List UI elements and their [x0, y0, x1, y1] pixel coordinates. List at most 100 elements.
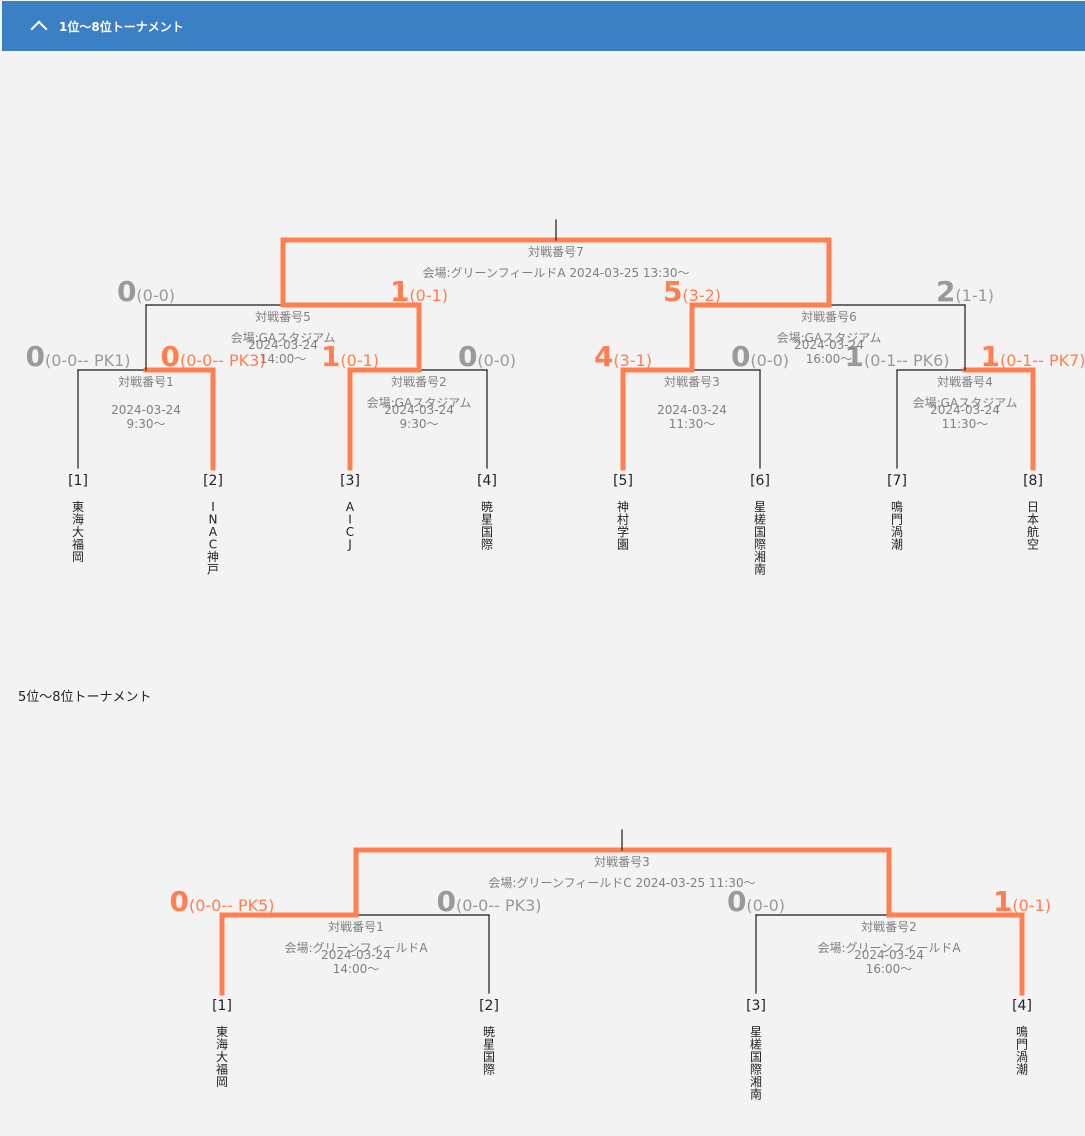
score-left: 4(3-1)	[594, 340, 652, 373]
score-left: 1(0-1)	[321, 340, 379, 373]
team-seed: [1]	[68, 473, 88, 489]
score-left: 5(3-2)	[663, 275, 721, 308]
team-name-char: C	[346, 525, 354, 539]
score-detail: (0-1)	[340, 351, 379, 370]
match-date: 2024-03-24	[854, 948, 924, 962]
team-name-char: 園	[617, 538, 629, 552]
score-detail: (0-0)	[750, 351, 789, 370]
team-name-char: I	[348, 513, 352, 527]
team-name-char: 海	[216, 1037, 228, 1052]
score-detail: (0-0)	[136, 286, 175, 305]
team-name-char: 槎	[754, 512, 766, 527]
match-venue: 会場:グリーンフィールドA	[284, 941, 428, 955]
score-right: 1(0-1-- PK7)	[980, 340, 1085, 373]
match-date: 2024-03-24	[321, 948, 391, 962]
score-goals: 0	[731, 340, 750, 373]
match-date: 2024-03-24	[384, 403, 454, 417]
team-name-char: 海	[72, 512, 84, 527]
match-date: 2024-03-24	[657, 403, 727, 417]
match-time: 14:00〜	[333, 962, 380, 976]
team-name-char: 国	[750, 1050, 762, 1064]
score-detail: (0-1)	[409, 286, 448, 305]
team-seed: [2]	[479, 998, 499, 1014]
score-detail: (0-0-- PK5)	[189, 896, 275, 915]
team-seed: [7]	[887, 473, 907, 489]
score-goals: 1	[390, 275, 409, 308]
match-date: 2024-03-24	[794, 338, 864, 352]
score-goals: 1	[844, 340, 863, 373]
team-name-char: 際	[750, 1063, 762, 1077]
score-detail: (0-0-- PK3)	[180, 351, 266, 370]
match-number: 対戦番号2	[391, 375, 447, 389]
score-goals: 0	[436, 885, 455, 918]
team-name-char: 岡	[72, 550, 84, 564]
team-name-char: 国	[754, 525, 766, 539]
score-goals: 4	[594, 340, 613, 373]
bracket-1-8: [1]東海大福岡[2]INAC神戸[3]AICJ[4]暁星国際[5]神村学園[6…	[25, 219, 1085, 577]
score-left: 0(0-0)	[727, 885, 785, 918]
team-name-char: 潮	[891, 537, 903, 552]
team-name-char: 福	[72, 537, 84, 552]
team-seed: [3]	[746, 998, 766, 1014]
match-time: 11:30〜	[669, 417, 716, 431]
team-name-char: 大	[72, 525, 84, 539]
team-name-char: 星	[483, 1038, 495, 1052]
team-name-char: 槎	[750, 1037, 762, 1052]
score-goals: 0	[160, 340, 179, 373]
match-venue: 会場:GAスタジアム	[367, 396, 472, 410]
score-left: 1(0-1-- PK6)	[844, 340, 949, 373]
section-title: 1位〜8位トーナメント	[59, 19, 184, 34]
team-seed: [6]	[750, 473, 770, 489]
score-goals: 0	[117, 275, 136, 308]
team-name-char: 国	[481, 525, 493, 539]
match-time: 11:30〜	[942, 417, 989, 431]
team-name-char: 南	[754, 562, 766, 577]
team-name-char: 際	[483, 1063, 495, 1077]
team-name-char: 村	[617, 513, 629, 527]
team-name-char: I	[211, 500, 215, 514]
match-number: 対戦番号1	[328, 920, 384, 934]
match-time: 9:30〜	[400, 417, 439, 431]
team-name-char: 門	[1016, 1038, 1028, 1052]
team-name-char: 湘	[754, 549, 766, 564]
score-detail: (0-1-- PK6)	[864, 351, 950, 370]
team-name-char: 鳴	[891, 500, 903, 514]
team-name-char: 星	[754, 500, 766, 514]
team-name-char: 大	[216, 1050, 228, 1064]
team-name-char: 際	[481, 538, 493, 552]
score-left: 0(0-0-- PK5)	[169, 885, 274, 918]
team-name-char: 神	[617, 500, 629, 514]
team-name-char: 東	[72, 500, 84, 514]
score-detail: (0-1)	[1012, 896, 1051, 915]
score-detail: (0-0)	[746, 896, 785, 915]
team-name-char: 南	[750, 1087, 762, 1102]
team-seed: [2]	[203, 473, 223, 489]
team-name-char: 神	[207, 550, 219, 564]
match-number: 対戦番号4	[937, 375, 993, 389]
section-header-1-8[interactable]: 1位〜8位トーナメント	[2, 1, 1085, 51]
team-name-char: 東	[216, 1025, 228, 1039]
score-detail: (1-1)	[955, 286, 994, 305]
score-goals: 1	[993, 885, 1012, 918]
team-name-char: 日	[1027, 500, 1039, 514]
team-name-char: 際	[754, 538, 766, 552]
score-right: 1(0-1)	[390, 275, 448, 308]
team-name-char: 暁	[483, 1025, 495, 1039]
score-left: 0(0-0)	[117, 275, 175, 308]
score-goals: 1	[321, 340, 340, 373]
score-right: 0(0-0)	[731, 340, 789, 373]
score-detail: (0-0-- PK3)	[456, 896, 542, 915]
team-name-char: 戸	[207, 563, 219, 577]
match-number: 対戦番号6	[801, 310, 857, 324]
section-title-5-8: 5位〜8位トーナメント	[18, 690, 152, 705]
score-goals: 5	[663, 275, 682, 308]
score-goals: 0	[25, 340, 44, 373]
score-detail: (0-0-- PK1)	[45, 351, 131, 370]
team-name-char: C	[209, 538, 217, 552]
team-name-char: 学	[617, 524, 629, 539]
team-name-char: 星	[750, 1025, 762, 1039]
team-seed: [4]	[477, 473, 497, 489]
match-time: 9:30〜	[127, 417, 166, 431]
match-number: 対戦番号1	[118, 375, 174, 389]
